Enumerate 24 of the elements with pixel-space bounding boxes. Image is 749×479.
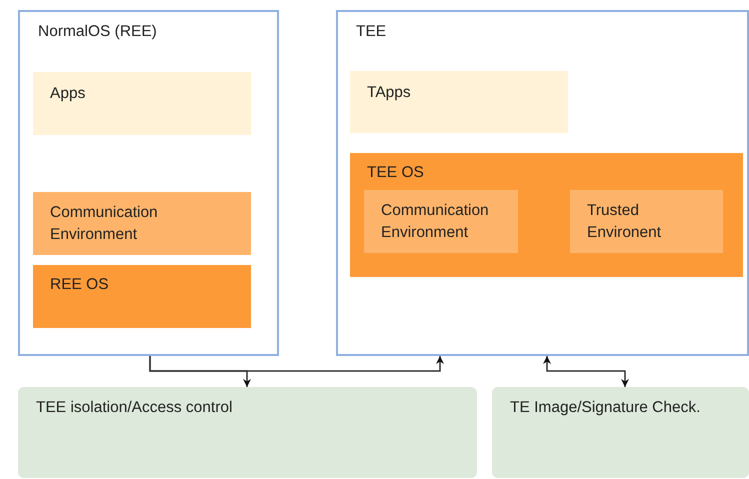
node-label: Communication Environment [381,201,490,243]
component-box [570,190,723,253]
layer-box [33,72,251,135]
connector-arrow [543,356,629,387]
system-frame [18,10,279,356]
component-box [364,190,518,253]
node-label: TEE OS [367,163,425,183]
node-label: REE OS [50,275,110,295]
system-frame [336,10,749,356]
node-label: Trusted Environent [587,201,662,243]
node-label: Communication Environment [50,203,159,245]
os-box [350,153,743,277]
component-box [33,192,251,255]
layer-box [350,71,568,133]
check-box [18,387,477,478]
os-box [33,265,251,328]
node-label: NormalOS (REE) [38,22,158,42]
connector-arrow [149,356,444,372]
node-label: TE Image/Signature Check. [510,398,702,418]
node-label: Apps [50,84,86,104]
node-label: TEE [356,22,388,42]
check-box [492,387,749,478]
node-label: TEE isolation/Access control [36,398,234,418]
node-label: TApps [367,83,412,103]
